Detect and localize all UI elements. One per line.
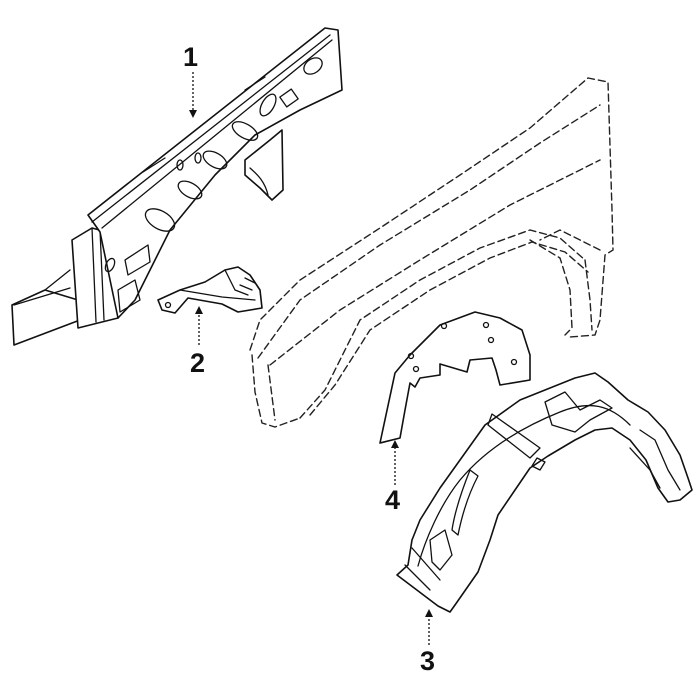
part-1-apron-rail — [11, 27, 343, 346]
leader-3 — [425, 609, 433, 645]
part-3-inner-liner — [396, 372, 693, 613]
leader-1 — [189, 72, 197, 118]
part-4-shield — [379, 311, 531, 444]
part-2-bracket — [157, 266, 263, 314]
fender-reference-outline — [249, 77, 614, 428]
leader-4 — [391, 440, 399, 485]
callout-2: 2 — [190, 348, 206, 378]
callout-3: 3 — [420, 646, 436, 676]
callout-4: 4 — [385, 485, 401, 515]
callout-1: 1 — [183, 42, 199, 72]
leader-2 — [195, 306, 203, 345]
